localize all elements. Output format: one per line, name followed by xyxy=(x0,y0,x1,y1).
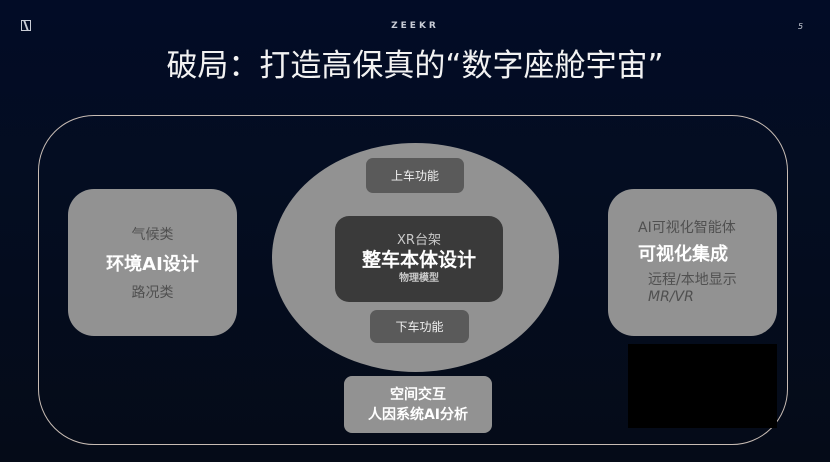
road-condition-label: 路况类 xyxy=(131,284,174,301)
redacted-region xyxy=(628,344,777,428)
spatial-interaction-box: 空间交互 人因系统AI分析 xyxy=(344,376,492,433)
ai-visualization-agent-label: AI可视化智能体 xyxy=(638,219,736,236)
vehicle-body-design-box: XR台架 整车本体设计 物理模型 xyxy=(335,216,503,302)
climate-label: 气候类 xyxy=(131,226,174,243)
environment-ai-design-label: 环境AI设计 xyxy=(106,253,199,275)
page-number: 5 xyxy=(798,22,804,31)
xr-rig-label: XR台架 xyxy=(397,233,441,248)
brand-wordmark: ZEEKR xyxy=(391,21,439,31)
human-factors-ai-label: 人因系统AI分析 xyxy=(367,406,469,423)
physical-model-label: 物理模型 xyxy=(399,273,439,284)
environment-ai-design-box: 气候类 环境AI设计 路况类 xyxy=(68,189,237,336)
visualization-integration-label: 可视化集成 xyxy=(638,243,728,265)
slide-title: 破局：打造高保真的“数字座舱宇宙” xyxy=(166,48,664,84)
visualization-integration-box: AI可视化智能体 可视化集成 远程/本地显示 MR/VR xyxy=(608,189,777,336)
zeekr-logo-icon xyxy=(21,20,31,31)
boarding-function-pill: 上车功能 xyxy=(366,158,464,193)
outer-frame xyxy=(38,115,788,445)
alighting-function-pill: 下车功能 xyxy=(370,310,469,343)
remote-local-display-label: 远程/本地显示 xyxy=(648,271,737,288)
spatial-interaction-label: 空间交互 xyxy=(390,386,446,403)
mr-vr-label: MR/VR xyxy=(648,288,694,305)
vehicle-body-design-label: 整车本体设计 xyxy=(361,249,476,271)
